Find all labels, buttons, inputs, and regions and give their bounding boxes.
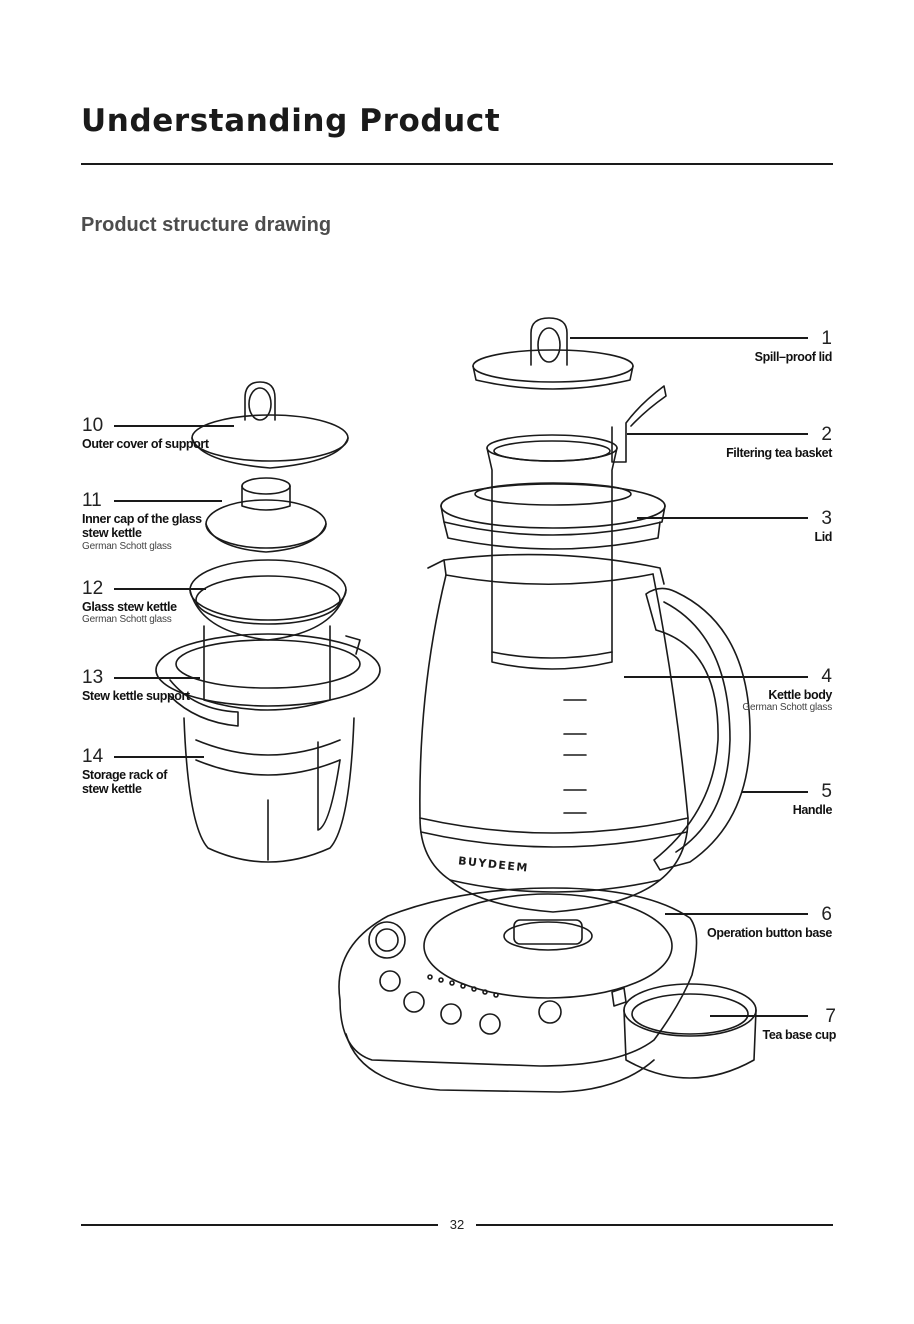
part-7-callout: 7 Tea base cup: [762, 1006, 837, 1042]
part-name: Storage rack of: [82, 767, 168, 782]
leader-line-10: [114, 425, 234, 427]
part-number: 4: [821, 666, 832, 687]
part-12-callout: 12 Glass stew kettle German Schott glass: [82, 578, 177, 626]
part-note: German Schott glass: [82, 614, 172, 626]
part-1-callout: 1 Spill–proof lid: [754, 328, 833, 364]
leader-line-5: [742, 791, 808, 793]
part-6-callout: 6 Operation button base: [707, 904, 832, 940]
stew-kettle-support-drawing: [155, 633, 381, 727]
part-number: 10: [82, 415, 104, 436]
part-name-line-2: stew kettle: [82, 782, 142, 797]
part-name-line-2: stew kettle: [82, 526, 142, 541]
part-name: Inner cap of the glass: [82, 511, 202, 526]
part-name: Outer cover of support: [82, 436, 209, 451]
part-number: 3: [821, 508, 832, 529]
title-rule: [81, 163, 833, 165]
part-name: Tea base cup: [762, 1027, 837, 1042]
leader-line-13: [114, 677, 200, 679]
part-name: Spill–proof lid: [754, 349, 833, 364]
leader-line-6: [665, 913, 808, 915]
leader-line-1: [570, 337, 808, 339]
part-name: Stew kettle support: [82, 688, 190, 703]
part-name: Handle: [792, 802, 833, 817]
part-name: Kettle body: [768, 687, 832, 702]
leader-line-7: [710, 1015, 808, 1017]
part-number: 1: [821, 328, 832, 349]
section-heading: Product structure drawing: [81, 214, 332, 236]
footer-rule-right: [476, 1224, 833, 1226]
part-10-callout: 10 Outer cover of support: [82, 415, 209, 451]
operation-button-base-drawing: [338, 887, 698, 1093]
part-name: Operation button base: [707, 925, 832, 940]
part-note: German Schott glass: [742, 702, 832, 714]
part-name: Lid: [814, 529, 832, 544]
outer-cover-of-support-drawing: [191, 381, 349, 469]
handle-drawing: [645, 587, 751, 871]
part-number: 13: [82, 667, 104, 688]
part-13-callout: 13 Stew kettle support: [82, 667, 190, 703]
leader-line-4: [624, 676, 808, 678]
part-2-callout: 2 Filtering tea basket: [726, 424, 832, 460]
part-3-callout: 3 Lid: [814, 508, 832, 544]
leader-line-12: [114, 588, 206, 590]
spill-proof-lid-drawing: [472, 317, 634, 390]
leader-line-11: [114, 500, 222, 502]
part-14-callout: 14 Storage rack of stew kettle: [82, 746, 167, 797]
part-name: Filtering tea basket: [726, 445, 832, 460]
part-5-callout: 5 Handle: [792, 781, 833, 817]
part-number: 11: [82, 490, 102, 511]
part-number: 2: [821, 424, 832, 445]
lid-drawing: [440, 482, 666, 550]
leader-line-3: [637, 517, 808, 519]
part-number: 5: [821, 781, 832, 802]
footer-rule-left: [81, 1224, 438, 1226]
part-number: 14: [82, 746, 104, 767]
part-4-callout: 4 Kettle body German Schott glass: [742, 666, 832, 714]
part-number: 12: [82, 578, 104, 599]
leader-line-14: [114, 756, 204, 758]
part-11-callout: 11 Inner cap of the glass stew kettle Ge…: [82, 490, 202, 552]
page-title: Understanding Product: [81, 103, 501, 139]
part-number: 6: [821, 904, 832, 925]
storage-rack-drawing: [183, 717, 355, 863]
part-note: German Schott glass: [82, 540, 172, 552]
filtering-tea-basket-drawing: [486, 385, 667, 670]
page-number: 32: [449, 1217, 465, 1232]
tea-base-cup-drawing: [611, 983, 757, 1079]
kettle-body-drawing: [419, 553, 689, 913]
leader-line-2: [627, 433, 808, 435]
part-name: Glass stew kettle: [82, 599, 177, 614]
part-number: 7: [825, 1006, 836, 1027]
inner-cap-drawing: [205, 477, 327, 553]
